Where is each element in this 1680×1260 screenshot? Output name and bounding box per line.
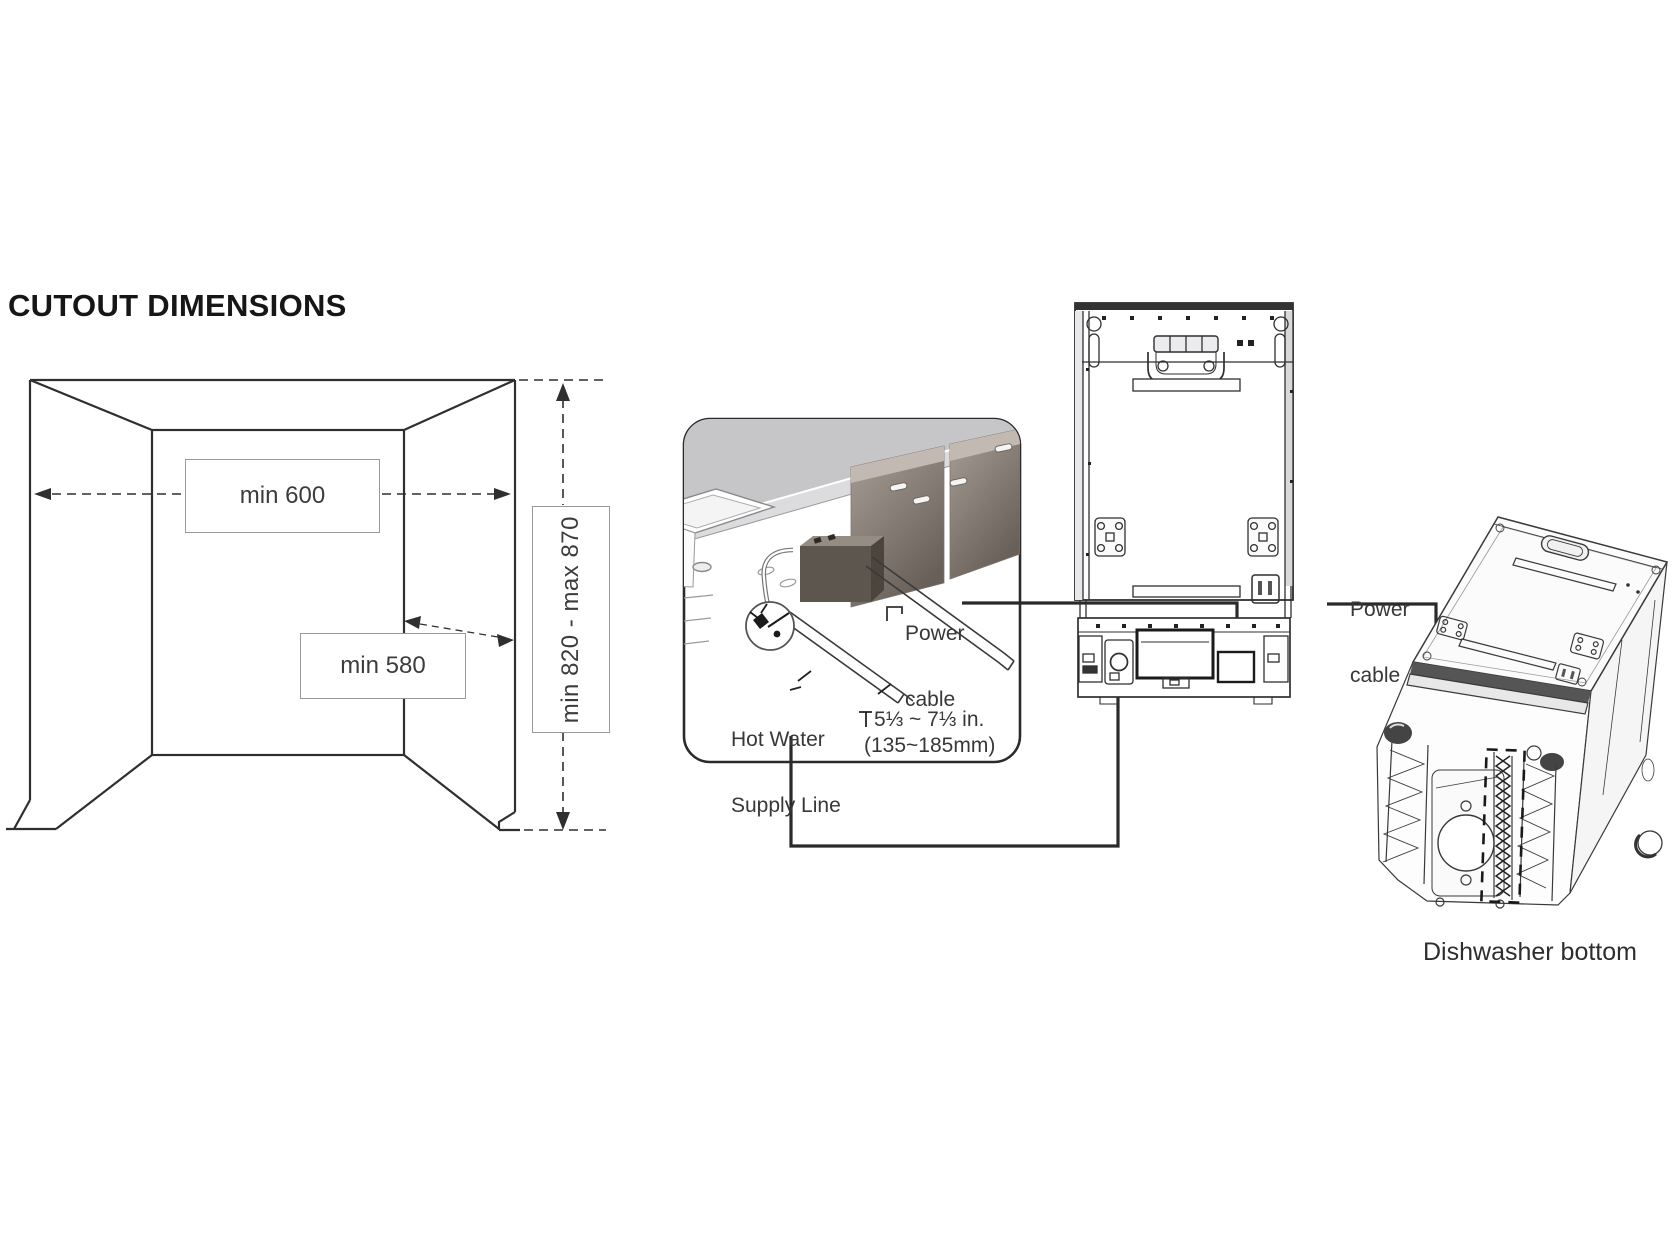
distance-inches-label: 5⅓ ~ 7⅓ in. [874,708,985,731]
drawer-handles [889,443,1013,505]
rear-wheel [1637,830,1663,856]
cavity-box [800,533,884,602]
iso-handle [1540,535,1590,561]
power-inlet-box [1216,650,1256,684]
distance-mm-label: (135~185mm) [864,734,996,757]
inlet-socket [1251,574,1280,604]
sump-circle [1437,814,1495,872]
hookup-detail-view [682,417,1022,764]
mounting-plates [1094,517,1279,557]
hot-water-leader [789,686,1120,848]
cutout-outer-walls [28,378,517,812]
hot-water-supply-line [783,611,914,704]
screw-dots [1086,316,1293,556]
dimension-ticks [789,670,892,727]
arrowhead-downright [497,634,514,647]
cutout-floor-right [497,811,520,832]
arrowhead-right [494,488,511,500]
arrowhead-upleft [404,616,421,629]
door-handle [1147,335,1225,383]
shutoff-valve-detail [745,601,795,651]
hot-water-supply-label: Hot Water Supply Line [731,728,841,817]
power-cable-label-mid: Power cable [905,622,965,711]
cutout-perspective-lines [29,378,516,830]
height-dimension-label: min 820 - max 870 [557,515,584,724]
power-cable-line [865,556,1015,671]
width-dimension-box: min 600 [185,459,380,533]
arrowhead-down [556,812,570,830]
arrowhead-up [556,383,570,401]
power-label-bracket [886,606,903,621]
junction-box [1135,628,1215,680]
cutout-floor-left [6,799,56,831]
sink [684,488,777,588]
water-inlet-connector [1109,652,1129,672]
dishwasher-bottom-caption: Dishwasher bottom [1423,938,1637,966]
depth-dimension-box: min 580 [300,633,466,699]
left-cabinet [684,566,797,645]
power-cable-label-right: Power cable [1350,598,1410,687]
dishwasher-bottom-iso [1376,516,1669,909]
cable-channel-highlight [1480,748,1526,904]
depth-dimension-label: min 580 [340,652,426,679]
width-dimension-label: min 600 [239,482,326,509]
base-section [1077,586,1292,705]
sink-drain [692,561,712,573]
dishwasher-rear-view [1074,302,1294,705]
height-dimension-box: min 820 - max 870 [532,506,610,733]
cutout-drawing [6,378,520,832]
cutout-dimensions [34,379,606,831]
arrowhead-left [34,488,51,500]
page-title: CUTOUT DIMENSIONS [8,288,347,323]
cutout-inner-back [150,428,406,757]
